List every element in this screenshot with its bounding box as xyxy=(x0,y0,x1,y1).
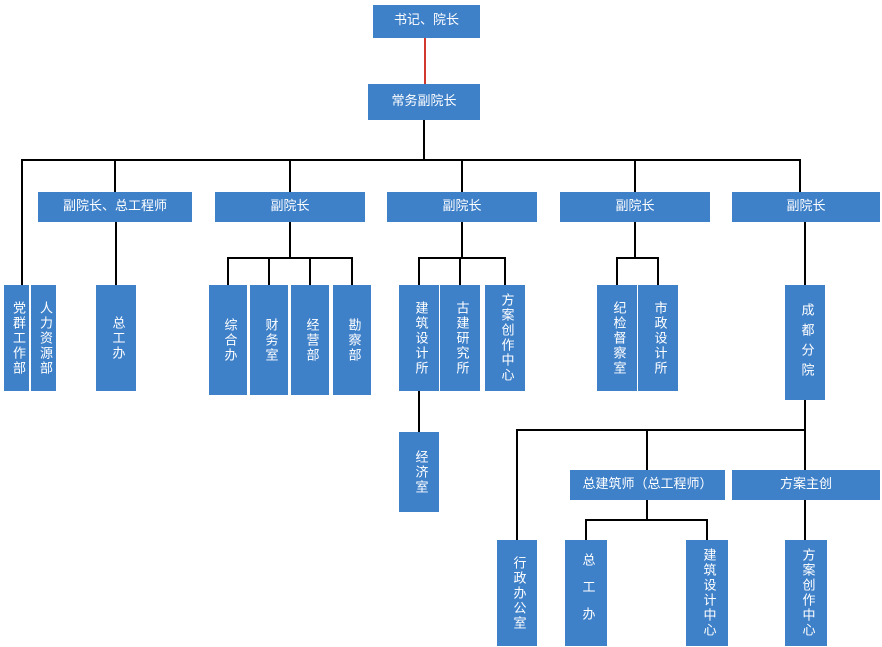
node-label: 方案主创 xyxy=(779,476,832,492)
node-label: 副院长、总工程师 xyxy=(62,198,167,214)
connector-drop-vp1 xyxy=(289,159,291,192)
node-label: 党群工作部 xyxy=(9,300,25,376)
node-scheme-creation-center-branch: 方案创作中心 xyxy=(785,540,827,646)
node-label: 书记、院长 xyxy=(393,13,459,29)
connector-evp-stem xyxy=(423,120,425,160)
connector-drop-finance-office xyxy=(268,257,270,285)
node-label: 建筑设计所 xyxy=(412,300,428,376)
node-chief-architect: 总建筑师（总工程师） xyxy=(570,470,725,500)
connector-chengdu-horizontal xyxy=(516,429,806,431)
connector-chengdu-stem xyxy=(804,400,806,431)
node-vp1: 副院长 xyxy=(215,192,365,222)
connector-drop-discipline xyxy=(616,257,618,285)
node-operations-dept: 经营部 xyxy=(291,285,329,395)
connector-vp1-horizontal xyxy=(227,257,353,259)
node-architectural-design-institute: 建筑设计所 xyxy=(399,285,439,391)
connector-drop-left-depts xyxy=(21,159,23,286)
connector-drop-vp-chief-engineer xyxy=(114,159,116,192)
node-chief-engineer-office: 总工办 xyxy=(96,285,136,391)
node-scheme-lead: 方案主创 xyxy=(732,470,880,500)
node-survey-dept: 勘察部 xyxy=(333,285,371,395)
connector-vp3-horizontal xyxy=(616,257,659,259)
node-vp2: 副院长 xyxy=(387,192,537,222)
node-label: 副院长 xyxy=(786,198,826,214)
node-hr-dept: 人力资源部 xyxy=(31,285,56,391)
connector-drop-scheme-center xyxy=(504,257,506,285)
connector-chief-architect-horizontal xyxy=(585,519,708,521)
connector-drop-vp3 xyxy=(634,159,636,192)
node-label: 方案创作中心 xyxy=(799,548,815,638)
node-vp-chief-engineer: 副院长、总工程师 xyxy=(38,192,192,222)
connector-chief-architect-stem xyxy=(646,500,648,521)
node-chief-engineer-office-branch: 总工办 xyxy=(565,540,607,646)
connector-vp2-stem xyxy=(461,222,463,259)
node-label: 总工办 xyxy=(579,552,595,634)
connector-drop-scheme-lead xyxy=(804,429,806,470)
node-label: 综合办 xyxy=(221,317,237,363)
connector-vp3-stem xyxy=(634,222,636,259)
connector-secretary-to-evp xyxy=(424,38,426,84)
node-admin-office: 行政办公室 xyxy=(497,540,537,646)
node-label: 副院长 xyxy=(442,198,482,214)
node-label: 方案创作中心 xyxy=(498,293,514,383)
connector-scheme-lead-stem xyxy=(804,500,806,540)
connector-main-horizontal xyxy=(22,159,801,161)
node-label: 行政办公室 xyxy=(510,555,526,631)
node-discipline-inspection-office: 纪检督察室 xyxy=(597,285,637,391)
connector-drop-arch-design xyxy=(418,257,420,285)
node-label: 建筑设计中心 xyxy=(700,548,716,638)
node-architectural-design-center: 建筑设计中心 xyxy=(686,540,728,646)
node-label: 总工办 xyxy=(109,315,125,361)
node-finance-office: 财务室 xyxy=(250,285,288,395)
node-executive-vice-president: 常务副院长 xyxy=(368,84,480,120)
node-municipal-design-institute: 市政设计所 xyxy=(638,285,678,391)
connector-drop-survey-dept xyxy=(351,257,353,285)
node-label: 经济室 xyxy=(412,449,428,495)
connector-to-economy-office xyxy=(418,391,420,432)
node-label: 副院长 xyxy=(615,198,655,214)
connector-drop-general-office xyxy=(227,257,229,285)
connector-drop-chief-architect xyxy=(646,429,648,470)
node-economy-office: 经济室 xyxy=(399,432,439,512)
connector-drop-operations-dept xyxy=(309,257,311,285)
node-label: 古建研究所 xyxy=(453,300,469,376)
node-party-masses-dept: 党群工作部 xyxy=(4,285,29,391)
node-label: 常务副院长 xyxy=(391,93,457,109)
node-label: 经营部 xyxy=(303,317,319,363)
connector-drop-vp2 xyxy=(461,159,463,192)
connector-drop-ancient-arch xyxy=(459,257,461,285)
node-label: 成都分院 xyxy=(798,302,814,383)
node-label: 财务室 xyxy=(262,317,278,363)
connector-vp2-horizontal xyxy=(418,257,506,259)
connector-vp1-stem xyxy=(289,222,291,259)
node-ancient-architecture-institute: 古建研究所 xyxy=(440,285,480,391)
connector-vp4-to-chengdu xyxy=(804,222,806,285)
node-label: 总建筑师（总工程师） xyxy=(582,476,713,492)
node-vp3: 副院长 xyxy=(560,192,710,222)
connector-drop-admin-office xyxy=(516,429,518,540)
node-label: 市政设计所 xyxy=(651,300,667,376)
node-label: 勘察部 xyxy=(345,317,361,363)
node-general-office: 综合办 xyxy=(209,285,247,395)
node-label: 人力资源部 xyxy=(36,300,52,376)
connector-drop-ce-office-branch xyxy=(585,519,587,540)
node-chengdu-branch: 成都分院 xyxy=(785,285,825,400)
connector-drop-vp4 xyxy=(799,159,801,192)
node-label: 副院长 xyxy=(270,198,310,214)
connector-vpce-to-office xyxy=(115,222,117,285)
node-secretary-president: 书记、院长 xyxy=(373,5,480,38)
connector-drop-arch-design-center xyxy=(706,519,708,540)
connector-drop-municipal xyxy=(657,257,659,285)
node-vp4: 副院长 xyxy=(732,192,880,222)
node-scheme-creation-center-mid: 方案创作中心 xyxy=(485,285,525,391)
node-label: 纪检督察室 xyxy=(610,300,626,376)
